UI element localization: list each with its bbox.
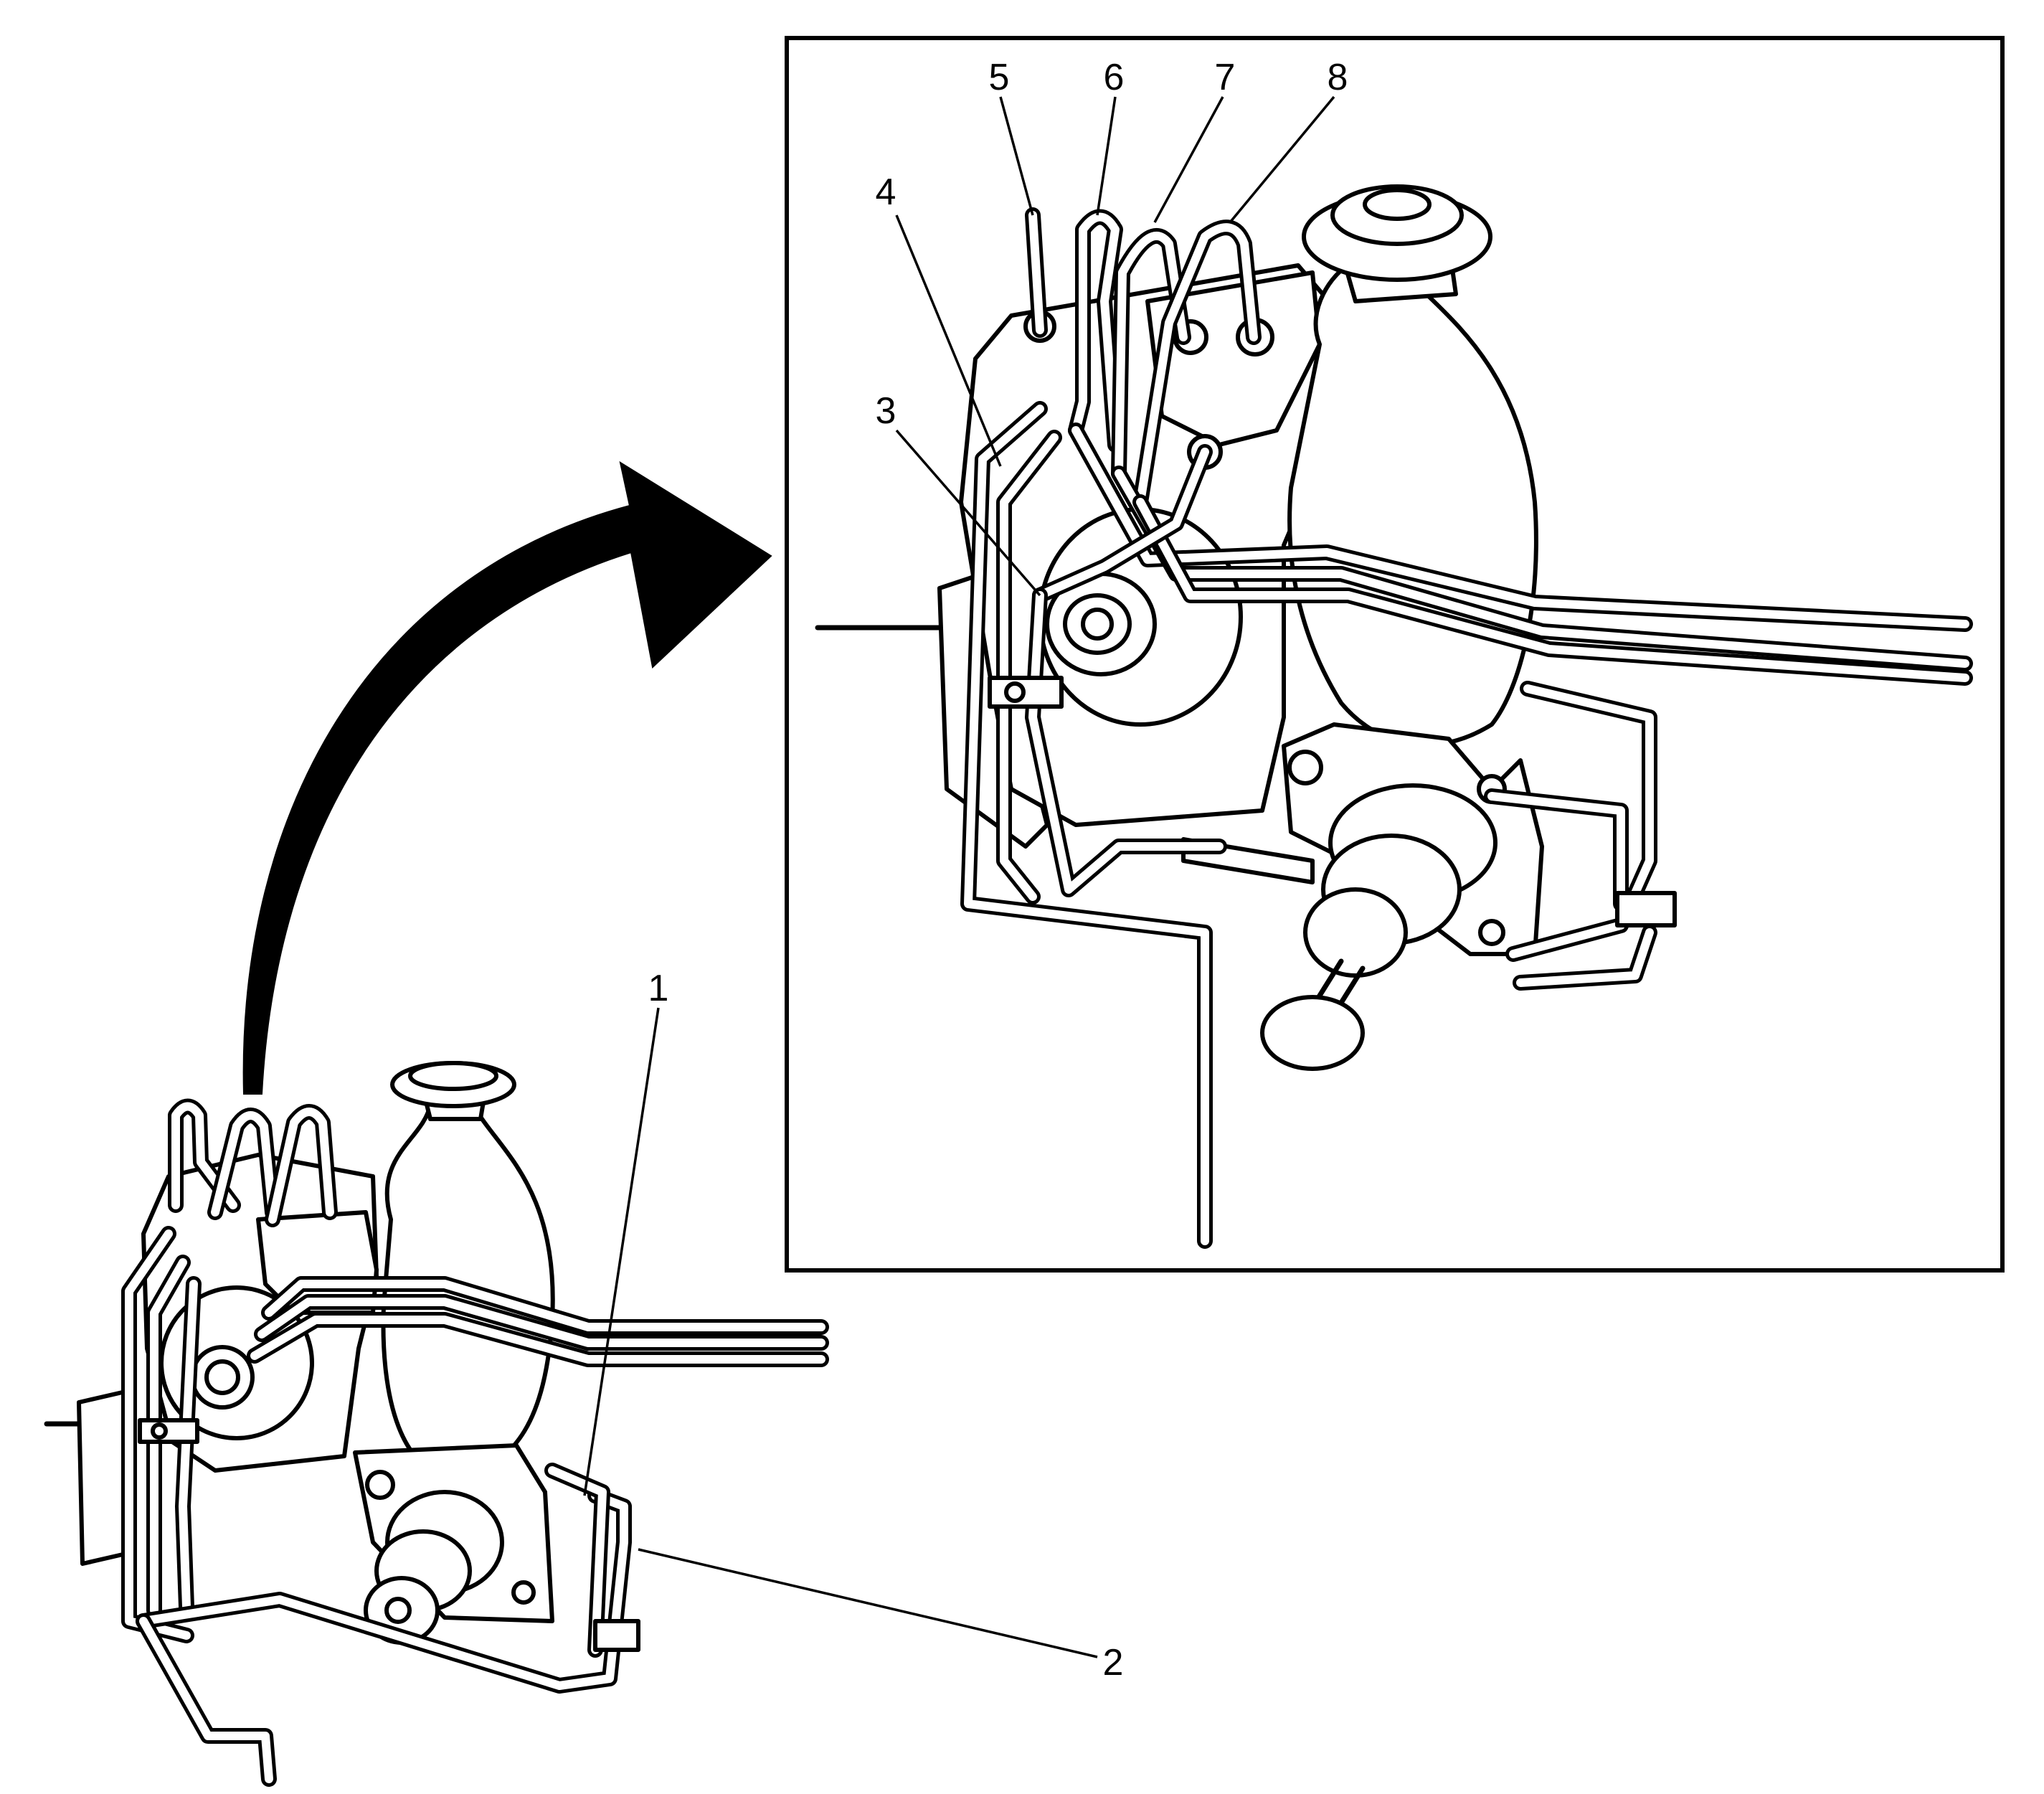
leader-5 <box>999 96 1034 216</box>
leader-7 <box>1153 96 1224 223</box>
leader-lines <box>583 95 1335 1658</box>
leader-1 <box>583 1007 660 1496</box>
callout-1: 1 <box>648 968 669 1009</box>
overview-assembly <box>44 1061 829 1787</box>
callout-8: 8 <box>1328 57 1348 98</box>
detail-assembly <box>815 184 1973 1249</box>
curved-arrow <box>242 461 772 1095</box>
leader-4 <box>895 214 1002 467</box>
leader-8 <box>1229 95 1335 224</box>
callout-5: 5 <box>989 57 1010 98</box>
callout-6: 6 <box>1104 57 1125 98</box>
callout-labels: 1 2 3 4 5 6 7 8 <box>648 57 1348 1684</box>
callout-3: 3 <box>876 390 896 432</box>
callout-2: 2 <box>1103 1642 1124 1684</box>
leader-6 <box>1096 96 1117 216</box>
callout-7: 7 <box>1215 57 1236 98</box>
leader-3 <box>895 429 1041 597</box>
leader-2 <box>638 1548 1098 1658</box>
callout-4: 4 <box>876 171 896 213</box>
